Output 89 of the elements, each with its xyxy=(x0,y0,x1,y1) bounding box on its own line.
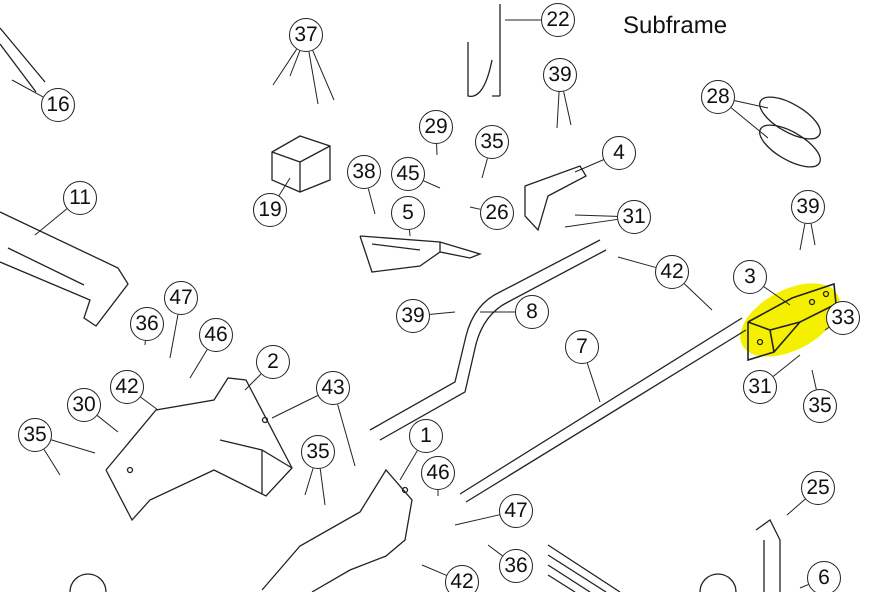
callout-number: 31 xyxy=(617,200,651,234)
leader-line xyxy=(308,51,318,104)
callout-number: 28 xyxy=(701,80,735,114)
callout-number: 7 xyxy=(565,330,599,364)
callout-number: 2 xyxy=(256,345,290,379)
leader-line xyxy=(436,144,438,156)
callout-number: 39 xyxy=(791,190,825,224)
callout-number: 39 xyxy=(396,299,430,333)
callout-number: 36 xyxy=(130,307,164,341)
leader-line xyxy=(429,312,456,315)
callout-number: 5 xyxy=(391,196,425,230)
callout-number: 35 xyxy=(803,389,837,423)
leader-line xyxy=(96,415,118,432)
leader-line xyxy=(556,91,560,128)
callout-number: 22 xyxy=(541,3,575,37)
callout-number: 43 xyxy=(316,371,350,405)
callout-number: 47 xyxy=(164,281,198,315)
leader-line xyxy=(810,223,816,246)
leader-line xyxy=(337,404,356,466)
callout-number: 11 xyxy=(63,181,97,215)
leader-line xyxy=(563,91,572,126)
leader-line xyxy=(272,48,298,86)
callout-number: 8 xyxy=(515,295,549,329)
leader-line xyxy=(786,498,806,516)
leader-line xyxy=(50,439,96,454)
callout-number: 4 xyxy=(602,136,636,170)
leader-line xyxy=(368,188,376,214)
callout-number: 31 xyxy=(743,370,777,404)
callout-number: 6 xyxy=(807,561,841,592)
callout-number: 42 xyxy=(655,255,689,289)
callout-number: 3 xyxy=(733,260,767,294)
leader-line xyxy=(422,564,447,576)
callout-number: 25 xyxy=(801,471,835,505)
leader-line xyxy=(812,370,817,390)
leader-line xyxy=(312,50,334,100)
callout-number: 39 xyxy=(543,58,577,92)
callout-number: 33 xyxy=(826,301,860,335)
leader-line xyxy=(488,544,503,556)
callout-number: 26 xyxy=(480,196,514,230)
leader-line xyxy=(144,340,146,346)
leader-line xyxy=(772,354,800,377)
callout-number: 1 xyxy=(409,419,443,453)
leader-line xyxy=(574,159,604,172)
leader-line xyxy=(278,178,290,196)
leader-line xyxy=(564,218,618,228)
callout-number: 35 xyxy=(18,418,52,452)
callout-number: 45 xyxy=(391,157,425,191)
callout-number: 29 xyxy=(419,110,453,144)
leader-line xyxy=(272,395,318,418)
leader-line xyxy=(423,180,440,188)
leader-line xyxy=(470,206,481,210)
leader-line xyxy=(190,349,208,378)
callout-number: 35 xyxy=(301,435,335,469)
leader-line xyxy=(574,214,618,217)
title: Subframe xyxy=(623,12,728,40)
callout-number: 42 xyxy=(445,565,479,592)
leader-line xyxy=(304,468,314,496)
leader-line xyxy=(244,374,262,390)
callout-number: 42 xyxy=(110,370,144,404)
leader-line xyxy=(290,50,300,76)
callout-number: 37 xyxy=(289,18,323,52)
leader-line xyxy=(482,158,488,178)
leader-line xyxy=(34,208,68,236)
leader-line xyxy=(170,314,178,358)
leader-line xyxy=(454,514,500,526)
leader-line xyxy=(734,100,768,108)
callout-number: 30 xyxy=(67,388,101,422)
leader-line xyxy=(800,223,806,250)
leader-line xyxy=(824,326,830,330)
leader-line xyxy=(684,283,712,310)
leader-line xyxy=(12,80,44,98)
callout-number: 16 xyxy=(41,88,75,122)
callout-number: 47 xyxy=(499,494,533,528)
leader-line xyxy=(140,396,158,410)
leader-line xyxy=(400,450,418,480)
leader-line xyxy=(730,107,768,138)
leader-line xyxy=(320,468,326,506)
leader-line xyxy=(800,584,809,588)
callout-number: 46 xyxy=(199,318,233,352)
leader-line xyxy=(618,256,656,268)
callout-number: 46 xyxy=(421,456,455,490)
callout-number: 38 xyxy=(347,155,381,189)
leader-line xyxy=(586,362,600,402)
leader-line xyxy=(408,229,410,236)
callout-number: 19 xyxy=(253,193,287,227)
callout-number: 35 xyxy=(475,125,509,159)
leader-line xyxy=(44,448,60,476)
callout-number: 36 xyxy=(499,549,533,583)
leader-line xyxy=(763,286,790,306)
